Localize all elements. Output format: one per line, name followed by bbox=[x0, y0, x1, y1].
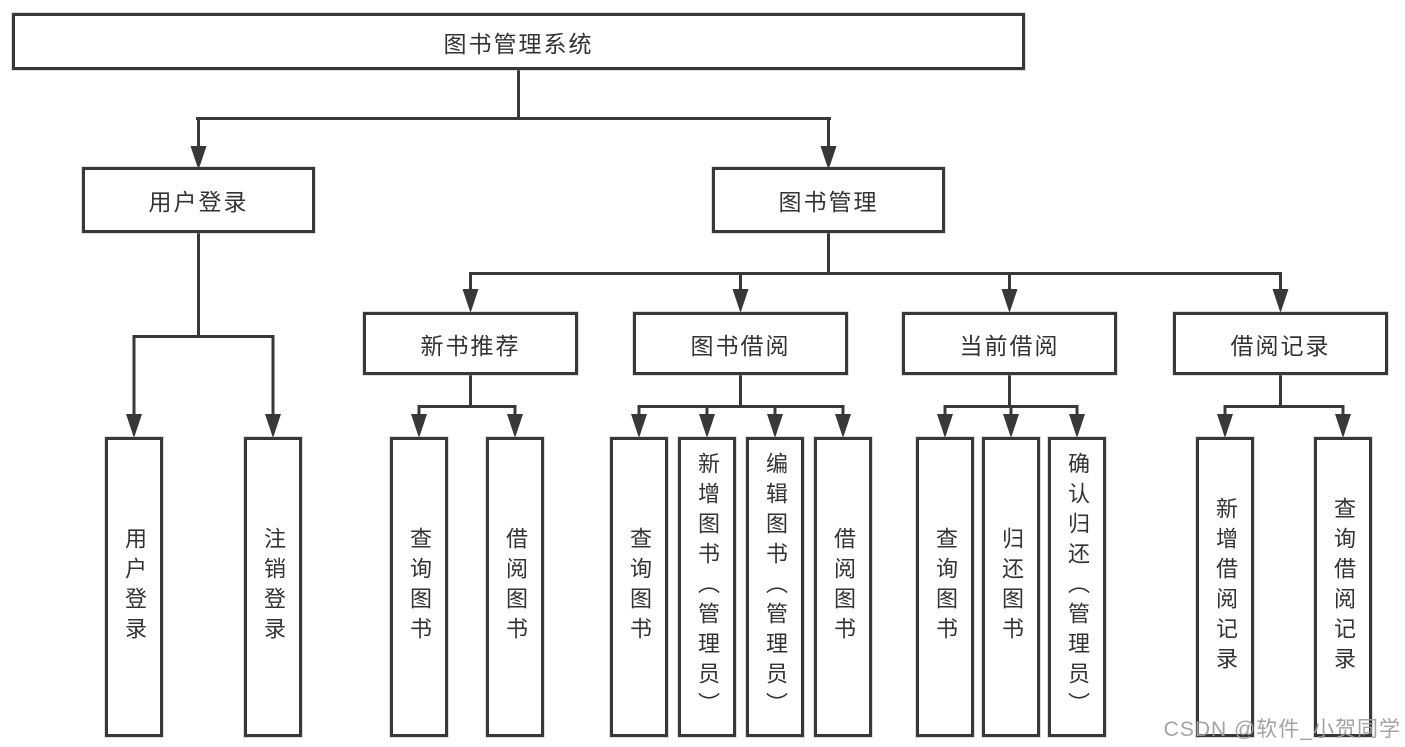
leaf-add-borrow-records-label: 新增借阅记录 bbox=[1213, 497, 1238, 677]
watermark: CSDN @软件_小贺同学 bbox=[1163, 718, 1401, 741]
node-book-borrowing-label: 图书借阅 bbox=[690, 332, 791, 359]
leaf-borrow-books-2-label: 借阅图书 bbox=[831, 527, 856, 647]
leaf-query-books-3: 查询图书 bbox=[916, 437, 974, 737]
leaf-user-login: 用户登录 bbox=[105, 437, 163, 737]
leaf-add-borrow-records: 新增借阅记录 bbox=[1196, 437, 1254, 737]
node-new-book-recommend-label: 新书推荐 bbox=[420, 332, 521, 359]
leaf-user-login-label: 用户登录 bbox=[122, 527, 147, 647]
leaf-logout-login: 注销登录 bbox=[244, 437, 302, 737]
leaf-add-books-admin: 新增图书（管理员） bbox=[678, 437, 736, 737]
node-book-borrowing: 图书借阅 bbox=[633, 312, 848, 375]
node-root: 图书管理系统 bbox=[12, 13, 1025, 70]
node-root-label: 图书管理系统 bbox=[443, 30, 594, 57]
node-borrowing-records-label: 借阅记录 bbox=[1230, 332, 1331, 359]
node-borrowing-records: 借阅记录 bbox=[1173, 312, 1388, 375]
leaf-edit-books-admin: 编辑图书（管理员） bbox=[746, 437, 804, 737]
leaf-confirm-return-admin: 确认归还（管理员） bbox=[1048, 437, 1106, 737]
node-current-borrowing: 当前借阅 bbox=[902, 312, 1117, 375]
leaf-borrow-books-2: 借阅图书 bbox=[814, 437, 872, 737]
leaf-query-borrow-records-label: 查询借阅记录 bbox=[1331, 497, 1356, 677]
node-user-login: 用户登录 bbox=[82, 167, 315, 233]
leaf-borrow-books-1: 借阅图书 bbox=[486, 437, 544, 737]
leaf-return-books-label: 归还图书 bbox=[999, 527, 1024, 647]
leaf-borrow-books-1-label: 借阅图书 bbox=[503, 527, 528, 647]
leaf-query-books-2-label: 查询图书 bbox=[627, 527, 652, 647]
leaf-edit-books-admin-label: 编辑图书（管理员） bbox=[763, 452, 788, 722]
leaf-add-books-admin-label: 新增图书（管理员） bbox=[695, 452, 720, 722]
node-book-management: 图书管理 bbox=[712, 167, 945, 233]
node-book-management-label: 图书管理 bbox=[778, 189, 879, 215]
leaf-query-books-1-label: 查询图书 bbox=[407, 527, 432, 647]
leaf-query-borrow-records: 查询借阅记录 bbox=[1314, 437, 1372, 737]
node-new-book-recommend: 新书推荐 bbox=[363, 312, 578, 375]
leaf-query-books-2: 查询图书 bbox=[610, 437, 668, 737]
leaf-return-books: 归还图书 bbox=[982, 437, 1040, 737]
leaf-query-books-1: 查询图书 bbox=[390, 437, 448, 737]
node-user-login-label: 用户登录 bbox=[148, 189, 249, 215]
leaf-query-books-3-label: 查询图书 bbox=[933, 527, 958, 647]
node-current-borrowing-label: 当前借阅 bbox=[959, 332, 1060, 359]
leaf-logout-login-label: 注销登录 bbox=[261, 527, 286, 647]
leaf-confirm-return-admin-label: 确认归还（管理员） bbox=[1065, 452, 1090, 722]
